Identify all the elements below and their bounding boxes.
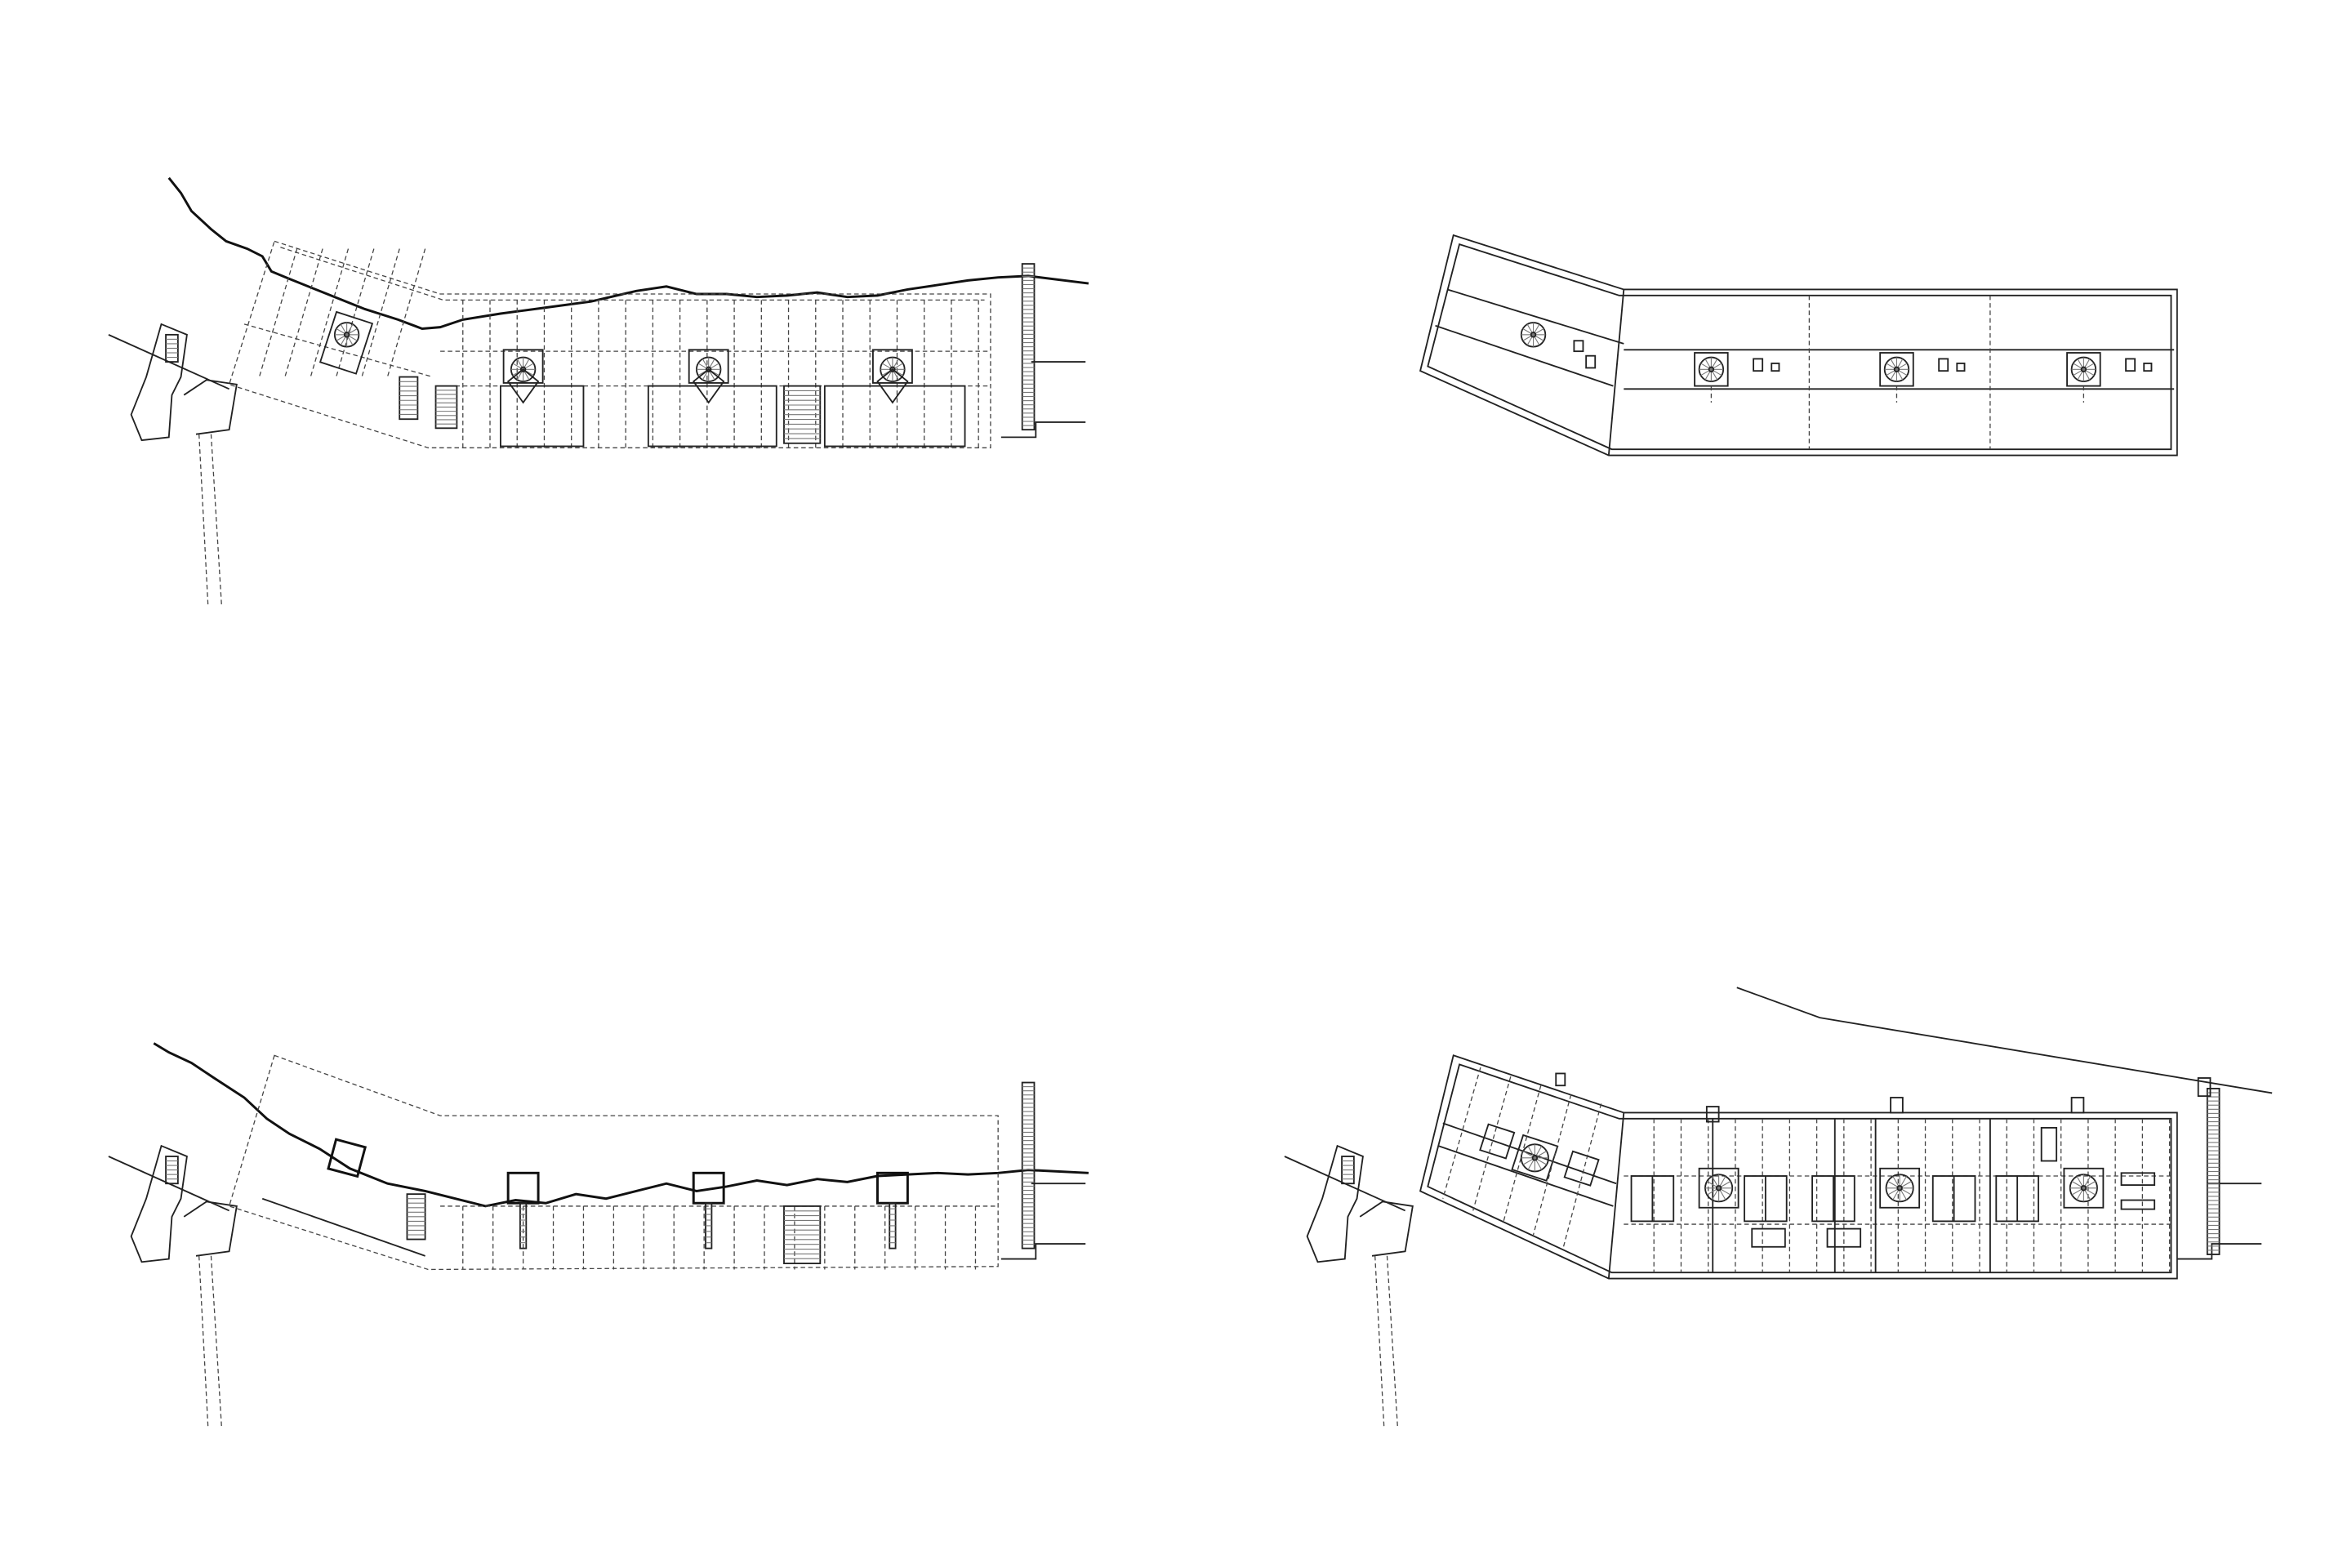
grid-line bbox=[243, 323, 434, 378]
chimney bbox=[2070, 1097, 2085, 1114]
stair-core bbox=[688, 349, 729, 384]
terrain-line bbox=[167, 176, 1089, 330]
room bbox=[500, 385, 585, 448]
corridor-wall bbox=[1437, 1145, 1614, 1207]
stair-newel bbox=[2080, 366, 2087, 372]
stair-core bbox=[502, 349, 544, 384]
plan-lower-left bbox=[108, 1042, 1089, 1428]
stair-core bbox=[1879, 1167, 1921, 1209]
site-boundary bbox=[1736, 987, 2273, 1094]
vent bbox=[1956, 363, 1966, 372]
wing-joint bbox=[1607, 1112, 1625, 1279]
stair-newel bbox=[2080, 1185, 2087, 1192]
retaining-wall bbox=[1306, 1144, 1364, 1263]
straight-stair bbox=[399, 376, 419, 421]
grid-line bbox=[1442, 1067, 1481, 1199]
kitchen-island bbox=[1751, 1227, 1786, 1248]
site-edge bbox=[1000, 421, 1086, 439]
stair-newel bbox=[1530, 332, 1537, 338]
grid-line bbox=[258, 248, 298, 377]
entrance-block bbox=[1359, 1200, 1414, 1257]
stair-head bbox=[2197, 1077, 2212, 1098]
skylight bbox=[1938, 358, 1949, 372]
building-outline-inner bbox=[1427, 1063, 2172, 1274]
access-path bbox=[1374, 1255, 1385, 1428]
corridor-wall bbox=[1435, 324, 1614, 387]
stair-landing bbox=[692, 368, 725, 404]
access-path bbox=[198, 434, 209, 607]
stair-core bbox=[506, 1171, 540, 1205]
stair-newel bbox=[1893, 366, 1900, 372]
retaining-wall bbox=[130, 1144, 188, 1263]
grid-line bbox=[310, 248, 350, 377]
building-outline bbox=[228, 240, 991, 448]
chimney bbox=[1555, 1072, 1566, 1087]
corridor-wall bbox=[1447, 288, 1624, 345]
corridor-wall bbox=[1442, 1122, 1617, 1185]
vent bbox=[1771, 363, 1780, 372]
grid-line bbox=[1562, 1103, 1602, 1247]
stair-newel bbox=[1715, 1185, 1722, 1192]
grid-line bbox=[1472, 1076, 1512, 1211]
stair-landing bbox=[876, 368, 909, 404]
building-outline-inner bbox=[280, 247, 985, 301]
room bbox=[647, 385, 777, 448]
chimney bbox=[1705, 1106, 1720, 1123]
stair-newel bbox=[519, 366, 527, 372]
building-outline bbox=[1419, 1054, 2178, 1280]
grid-line bbox=[361, 248, 400, 377]
plan-upper-left bbox=[108, 176, 1089, 607]
stair-landing bbox=[506, 368, 540, 404]
skylight bbox=[2125, 358, 2136, 372]
access-path bbox=[1386, 1255, 1399, 1428]
stair-core bbox=[875, 1171, 909, 1205]
bathroom bbox=[1563, 1150, 1600, 1187]
access-path bbox=[198, 1255, 209, 1428]
stair-newel bbox=[706, 366, 712, 372]
room bbox=[823, 385, 966, 448]
chimney bbox=[1890, 1097, 1904, 1114]
stair-core bbox=[327, 1138, 368, 1178]
vent bbox=[1585, 354, 1597, 369]
plan-upper-right bbox=[1419, 234, 2178, 457]
kitchen-island bbox=[1826, 1227, 1862, 1248]
wall bbox=[261, 1197, 425, 1257]
building-outline bbox=[228, 1054, 999, 1271]
site-edge bbox=[2176, 1243, 2262, 1260]
grid-line bbox=[284, 248, 323, 377]
plan-lower-right bbox=[1284, 987, 2273, 1428]
stair-core bbox=[1698, 1167, 1740, 1209]
stair-newel bbox=[889, 366, 896, 372]
stair-newel bbox=[1896, 1185, 1903, 1192]
stair-newel bbox=[1531, 1155, 1539, 1161]
terrain-line bbox=[153, 1042, 1089, 1208]
entrance-block bbox=[183, 379, 238, 435]
grid-line bbox=[386, 248, 426, 377]
retaining-wall bbox=[130, 323, 188, 442]
site-edge bbox=[1000, 1243, 1086, 1260]
stair-newel bbox=[1708, 366, 1715, 372]
stair-core bbox=[2063, 1167, 2105, 1209]
skylight bbox=[1573, 340, 1584, 353]
stair-core bbox=[318, 310, 374, 375]
entrance-block bbox=[183, 1200, 238, 1257]
stair-newel bbox=[343, 332, 350, 338]
roof-outline-inner bbox=[1427, 243, 2172, 451]
grid-line bbox=[1532, 1094, 1572, 1236]
counter bbox=[2120, 1199, 2156, 1210]
vent bbox=[2143, 363, 2153, 372]
furniture bbox=[2040, 1127, 2058, 1162]
access-path bbox=[210, 434, 223, 607]
counter bbox=[2120, 1172, 2156, 1187]
grid-line bbox=[1502, 1085, 1542, 1223]
skylight bbox=[1753, 358, 1764, 372]
bathroom bbox=[1479, 1123, 1516, 1160]
access-path bbox=[210, 1255, 223, 1428]
stair-core bbox=[872, 349, 913, 384]
wing-joint bbox=[1607, 289, 1625, 456]
